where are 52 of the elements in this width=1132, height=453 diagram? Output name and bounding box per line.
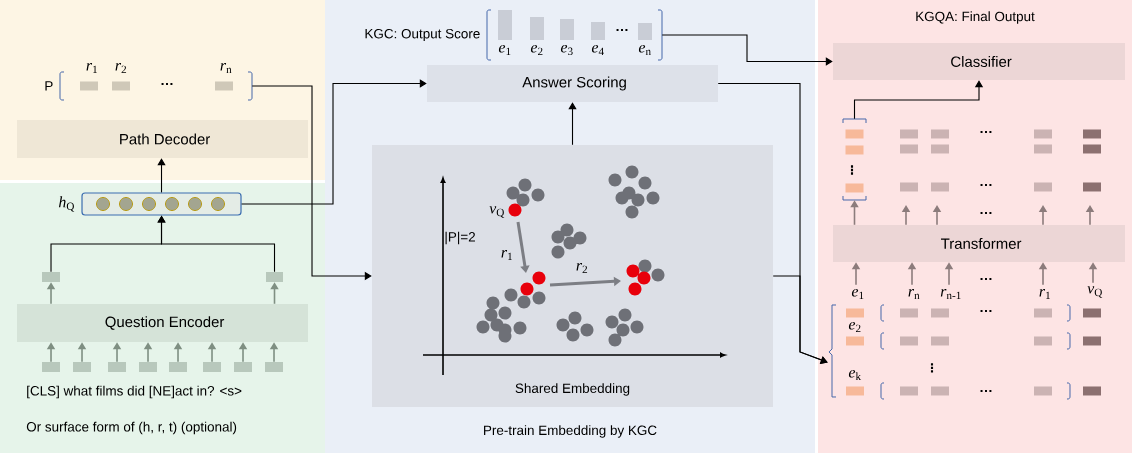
note-text: Or surface form of (h, r, t) (optional) <box>26 421 237 435</box>
arrow <box>661 34 833 66</box>
token-label: v$_{Q}$ <box>1087 286 1103 298</box>
token-label: r$_{1}$ <box>86 62 97 74</box>
token <box>265 362 283 372</box>
token-label: r$_{n-1}$ <box>940 288 961 300</box>
token <box>139 362 157 372</box>
token-label: e$_{1}$ <box>851 288 864 300</box>
ellipsis: ⋮ <box>850 165 854 175</box>
arrow <box>157 158 166 193</box>
relation-label: r$_{2}$ <box>576 262 588 274</box>
arrow <box>568 102 577 146</box>
token <box>108 362 126 372</box>
ellipsis: … <box>616 28 628 32</box>
token-label: r$_{2}$ <box>115 62 127 74</box>
token <box>203 362 221 372</box>
ellipsis: … <box>980 183 992 187</box>
ellipsis: … <box>161 82 173 86</box>
decoder-box: Path Decoder <box>17 120 308 158</box>
token-label: e$_{n}$ <box>638 44 651 56</box>
node-label: v$_{Q}$ <box>489 206 505 218</box>
token <box>73 362 91 372</box>
token-label: e$_{k}$ <box>848 369 862 381</box>
token-label: e$_{1}$ <box>498 44 511 56</box>
ellipsis: … <box>980 389 992 392</box>
arrow <box>241 79 427 205</box>
token-label: e$_{2}$ <box>848 321 861 333</box>
encoder-box: Question Encoder <box>17 304 308 342</box>
token-label: e$_{4}$ <box>591 44 604 56</box>
token-label: r$_{1}$ <box>1039 288 1050 300</box>
token <box>42 272 60 282</box>
scoring-box: Answer Scoring <box>427 65 718 102</box>
token <box>234 362 252 372</box>
relation-label: r$_{1}$ <box>501 249 512 261</box>
ellipsis: … <box>980 309 992 312</box>
ellipsis: … <box>980 130 992 134</box>
token <box>169 362 187 372</box>
token-label: r$_{n}$ <box>908 288 920 300</box>
token-label: r$_{n}$ <box>220 62 232 74</box>
token-label: e$_{3}$ <box>560 44 573 56</box>
classifier-box: Classifier <box>833 43 1125 80</box>
path-length-label: |P|=2 <box>445 231 475 245</box>
ellipsis: … <box>980 277 992 280</box>
token <box>42 362 60 372</box>
transformer-box: Transformer <box>833 225 1125 262</box>
token <box>266 272 283 282</box>
input-text: [CLS] what films did [NE]act in? <s> <box>27 385 242 399</box>
token-label: e$_{2}$ <box>530 44 543 56</box>
score-vector: KGC: Output Score <box>365 28 480 42</box>
ellipsis: ⋮ <box>930 363 934 373</box>
path-vector: P <box>45 81 53 91</box>
arrow <box>772 275 828 364</box>
